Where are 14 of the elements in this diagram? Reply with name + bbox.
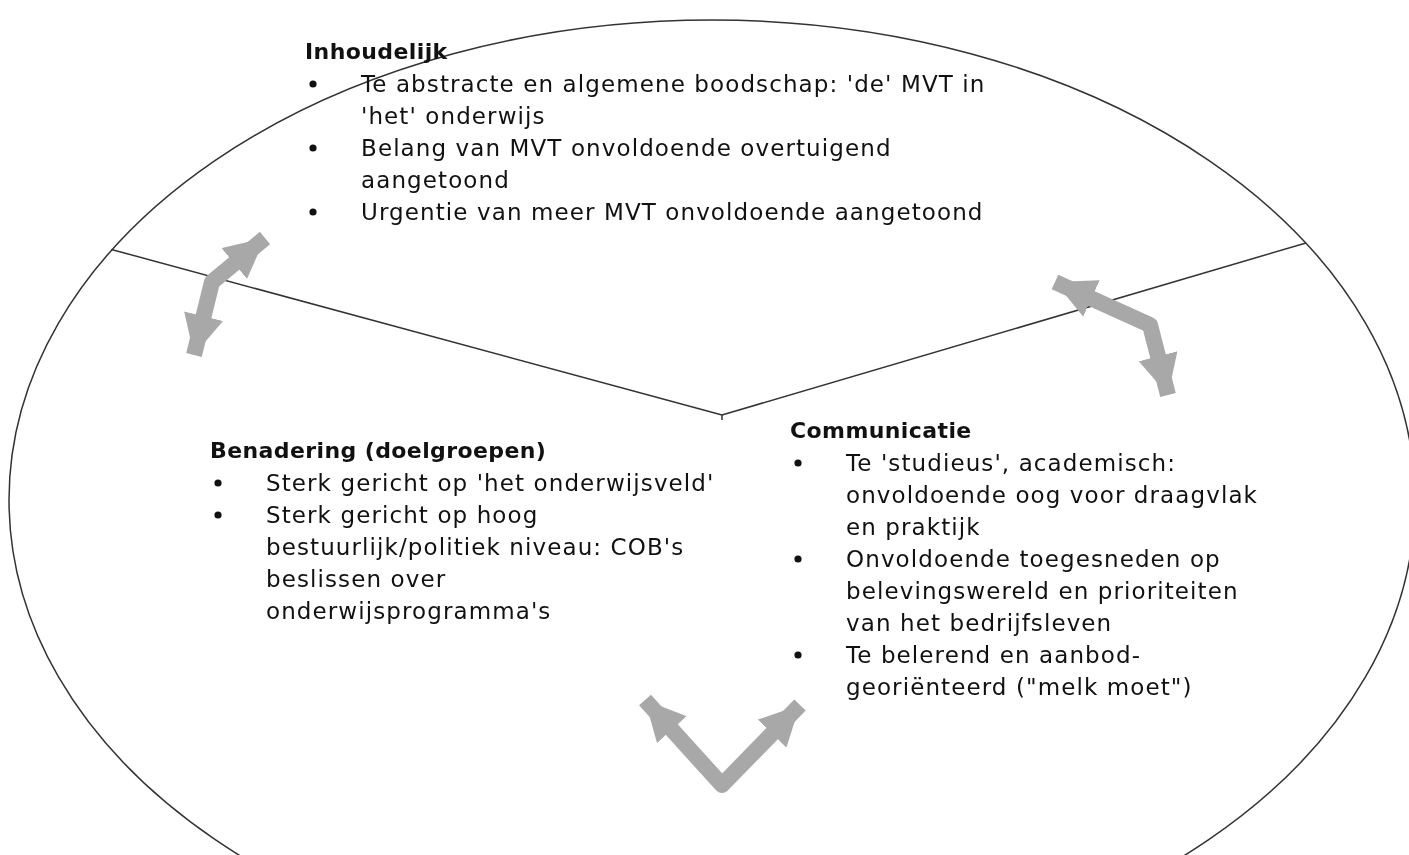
sector-heading: Inhoudelijk — [305, 38, 448, 66]
bullet-text: Te 'studieus', academisch: onvoldoende oog voor draagvlak en praktijk — [846, 449, 1260, 542]
bullet-text: Te belerend en aanbod-georiënteerd ("melk moet") — [846, 641, 1194, 702]
bullet-text: Sterk gericht op 'het onderwijsveld' — [266, 469, 716, 498]
sector-heading: Benadering (doelgroepen) — [210, 437, 547, 465]
bullet-text: Onvoldoende toegesneden op belevingswereld en prioriteiten van het bedrijfsleven — [846, 545, 1240, 638]
bullet-text: Urgentie van meer MVT onvoldoende aangetoond — [361, 198, 985, 227]
double-arrow — [184, 231, 271, 357]
double-arrow — [1051, 274, 1178, 397]
double-arrow — [639, 694, 806, 793]
sector-heading: Communicatie — [790, 417, 972, 445]
bullet-text: Te abstracte en algemene boodschap: 'de' MVT in 'het' onderwijs — [361, 70, 987, 131]
bullet-text: Sterk gericht op hoog bestuurlijk/politiek niveau: COB's beslissen over onderwijsprogramma's — [266, 501, 686, 626]
bullet-text: Belang van MVT onvoldoende overtuigend aangetoond — [361, 134, 893, 195]
